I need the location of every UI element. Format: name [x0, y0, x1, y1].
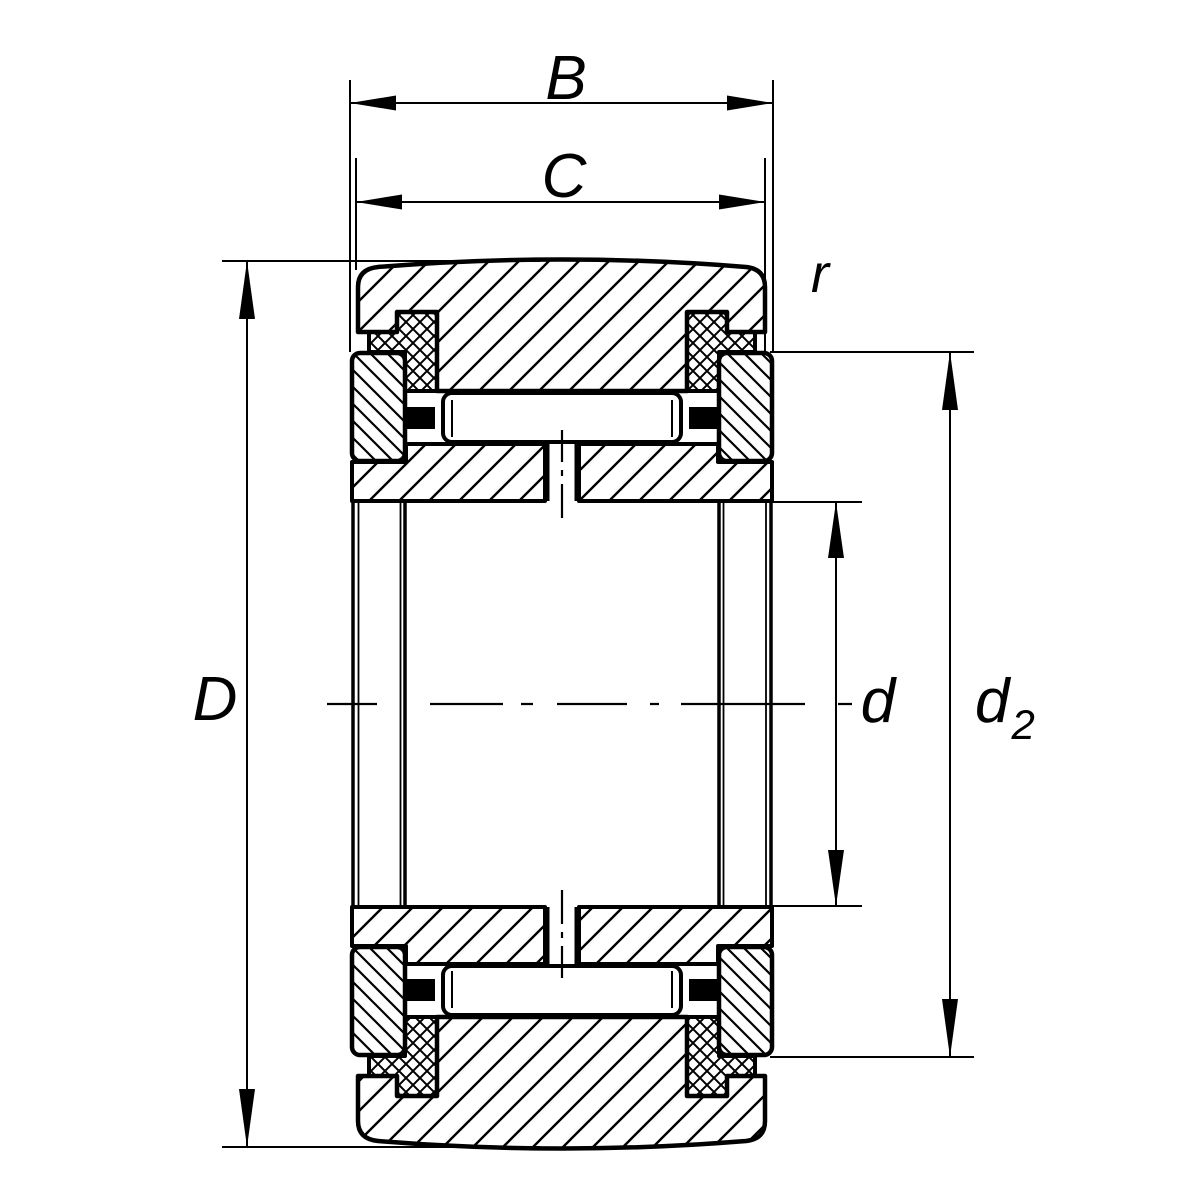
dimension-C: C: [355, 142, 766, 352]
bearing-sections: [349, 257, 775, 1151]
dimension-d: d: [720, 501, 898, 907]
seal-lip-top-right: [689, 407, 719, 429]
dim-label-d2: d2: [975, 667, 1035, 748]
dim-label-D: D: [193, 665, 238, 734]
seal-lip-bottom-left: [405, 979, 435, 1001]
dim-label-B: B: [545, 44, 586, 113]
side-washer-bottom-left: [349, 944, 408, 1058]
arrowhead-d-bottom: [828, 850, 844, 906]
dim-label-d2-base: d: [975, 667, 1012, 736]
outer-ring-bottom-section: [355, 1014, 768, 1151]
dim-label-d2-subscript: 2: [1010, 701, 1034, 748]
dim-label-r: r: [811, 244, 831, 304]
dimension-d2: d2: [770, 351, 1035, 1058]
dimension-B: B: [349, 44, 774, 352]
seal-lip-bottom-right: [689, 979, 719, 1001]
dimension-D: D: [193, 260, 540, 1148]
arrowhead-d-top: [828, 502, 844, 558]
centerlines: [327, 430, 852, 978]
lubrication-hole-top-walls: [544, 444, 580, 501]
dim-label-C: C: [542, 142, 588, 211]
side-washer-top-right: [716, 350, 775, 464]
dimension-r: r: [811, 244, 831, 304]
lubrication-hole-bottom-walls: [544, 907, 580, 964]
arrowhead-d2-top: [942, 352, 958, 410]
arrowhead-C-right: [719, 194, 765, 210]
roller-end-edge-lines: [451, 400, 673, 1008]
arrowhead-D-bottom: [239, 1089, 255, 1147]
side-washer-bottom-right: [716, 944, 775, 1058]
side-washer-top-left: [349, 350, 408, 464]
dim-label-d: d: [861, 667, 898, 736]
arrowhead-D-top: [239, 261, 255, 319]
arrowhead-B-left: [350, 95, 396, 111]
outer-ring-top-section: [355, 257, 768, 394]
arrowhead-d2-bottom: [942, 999, 958, 1057]
seal-lip-top-left: [405, 407, 435, 429]
seal-top-left: [367, 310, 439, 393]
arrowhead-B-right: [727, 95, 773, 111]
seal-bottom-left: [367, 1015, 439, 1098]
arrowhead-C-left: [356, 194, 402, 210]
seal-top-right: [685, 310, 757, 393]
